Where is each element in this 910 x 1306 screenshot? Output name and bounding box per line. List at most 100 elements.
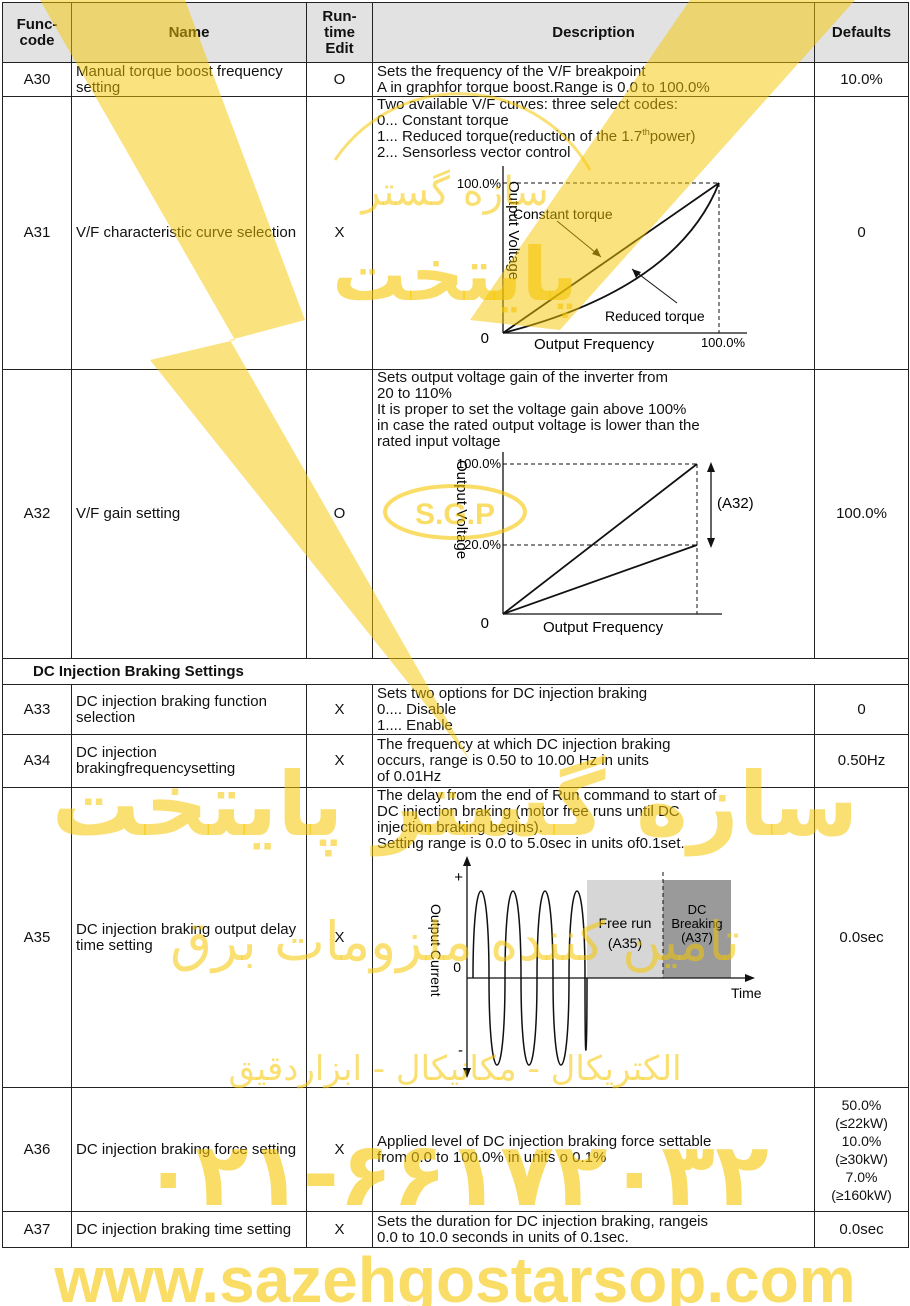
- dc-braking-chart: + - 0 Output Current Time Free run (A35)…: [428, 856, 762, 1078]
- desc-line: 1.... Enable: [377, 716, 453, 734]
- desc-line: Sets the duration for DC injection braki…: [377, 1212, 709, 1230]
- row-code: A34: [2, 734, 72, 788]
- section-row: DC Injection Braking Settings: [2, 658, 909, 685]
- desc-line: occurs, range is 0.50 to 10.00 Hz in uni…: [377, 752, 649, 769]
- default-line: 7.0%: [845, 1168, 878, 1185]
- default-line: (≥30kW): [835, 1150, 888, 1167]
- vf-gain-chart: (A32) 100.0% 20.0% 0 Output Frequency Ou…: [453, 452, 754, 636]
- header-defaults: Defaults: [814, 2, 909, 63]
- row-edit: X: [306, 1211, 373, 1248]
- row-description: Sets two options for DC injection brakin…: [372, 684, 815, 735]
- desc-text: power): [649, 128, 696, 145]
- row-code: A31: [2, 96, 72, 370]
- row-default: 0.50Hz: [814, 734, 909, 788]
- row-name: DC injection braking output delay time s…: [71, 787, 307, 1088]
- row-name: DC injection brakingfrequencysetting: [71, 734, 307, 788]
- dc-braking-code: (A37): [681, 930, 713, 945]
- row-code: A37: [2, 1211, 72, 1248]
- desc-text: 1... Reduced torque(reduction of the 1.7: [377, 128, 643, 145]
- row-edit: X: [306, 684, 373, 735]
- free-run-code: (A35): [608, 935, 642, 951]
- row-code: A30: [2, 62, 72, 97]
- desc-line: 0.... Disable: [377, 700, 457, 718]
- watermark-text: www.sazehgostarsop.com: [53, 1244, 855, 1306]
- desc-line: Sets the frequency of the V/F breakpoint: [377, 62, 646, 80]
- origin-label: 0: [481, 615, 489, 632]
- row-default: 0: [814, 684, 909, 735]
- desc-line: 1... Reduced torque(reduction of the 1.7…: [377, 127, 810, 145]
- y-axis-label: Output Voltage: [453, 460, 470, 559]
- row-name: Manual torque boost frequency setting: [71, 62, 307, 97]
- desc-line: 20 to 110%: [377, 385, 452, 402]
- row-default: 0.0sec: [814, 1211, 909, 1248]
- superscript: th: [642, 127, 650, 137]
- row-edit: X: [306, 1087, 373, 1212]
- y-axis-label: Output Current: [428, 904, 444, 997]
- header-row: Func- code Name Run- time Edit Descripti…: [2, 2, 909, 63]
- origin-label: 0: [481, 330, 489, 347]
- desc-line: Two available V/F curves: three select c…: [377, 96, 678, 113]
- row-code: A35: [2, 787, 72, 1088]
- y-top-label: 100.0%: [457, 176, 502, 191]
- desc-line: in case the rated output voltage is lowe…: [377, 417, 700, 434]
- x-axis-label: Output Frequency: [543, 619, 664, 636]
- row-description: The frequency at which DC injection brak…: [372, 734, 815, 788]
- arrowhead: [592, 248, 601, 257]
- gain-max-line: [502, 463, 698, 615]
- gain-min-line: [502, 544, 698, 615]
- x-axis-label: Time: [731, 985, 762, 1001]
- plus-label: +: [454, 869, 463, 886]
- constant-torque-label: Constant torque: [513, 206, 613, 222]
- default-line: 10.0%: [841, 1132, 882, 1149]
- arrowhead: [463, 856, 471, 866]
- desc-line: It is proper to set the voltage gain abo…: [377, 401, 687, 418]
- desc-line: injection braking begins).: [377, 819, 543, 836]
- arrowhead: [745, 974, 755, 982]
- row-description: Sets output voltage gain of the inverter…: [372, 369, 815, 659]
- desc-line: The delay from the end of Run command to…: [377, 787, 717, 804]
- row-description: Sets the duration for DC injection braki…: [372, 1211, 815, 1248]
- table-row: A35 DC injection braking output delay ti…: [2, 787, 909, 1088]
- row-default: 50.0% (≤22kW) 10.0% (≥30kW) 7.0% (≥160kW…: [814, 1087, 909, 1212]
- table-row: A34 DC injection brakingfrequencysetting…: [2, 734, 909, 788]
- row-name: DC injection braking time setting: [71, 1211, 307, 1248]
- desc-line: Applied level of DC injection braking fo…: [377, 1132, 712, 1150]
- header-code: Func- code: [2, 2, 72, 63]
- table-row: A31 V/F characteristic curve selection X…: [2, 96, 909, 370]
- y-axis-label: Output Voltage: [505, 181, 522, 280]
- row-name: DC injection braking function selection: [71, 684, 307, 735]
- table-row: A30 Manual torque boost frequency settin…: [2, 62, 909, 97]
- row-default: 0.0sec: [814, 787, 909, 1088]
- row-description: The delay from the end of Run command to…: [372, 787, 815, 1088]
- desc-line: Sets two options for DC injection brakin…: [377, 684, 648, 702]
- desc-line: 0... Constant torque: [377, 112, 509, 129]
- dc-braking-label: Breaking: [671, 916, 722, 931]
- desc-line: Setting range is 0.0 to 5.0sec in units …: [377, 835, 685, 852]
- row-description: Sets the frequency of the V/F breakpoint…: [372, 62, 815, 97]
- row-code: A32: [2, 369, 72, 659]
- free-run-label: Free run: [599, 915, 652, 931]
- desc-line: Sets output voltage gain of the inverter…: [377, 369, 668, 386]
- desc-line: of 0.01Hz: [377, 768, 442, 785]
- vf-curve-chart: 100.0% 0 100.0% Output Frequency Output …: [457, 166, 747, 353]
- row-name: V/F characteristic curve selection: [71, 96, 307, 370]
- header-description: Description: [372, 2, 815, 63]
- row-name: DC injection braking force setting: [71, 1087, 307, 1212]
- desc-line: 0.0 to 10.0 seconds in units of 0.1sec.: [377, 1228, 629, 1246]
- dc-braking-region: [663, 880, 731, 978]
- row-edit: O: [306, 62, 373, 97]
- row-edit: X: [306, 96, 373, 370]
- desc-line: from 0.0 to 100.0% in units o 0.1%: [377, 1148, 607, 1166]
- default-line: 50.0%: [841, 1096, 882, 1113]
- table-row: A37 DC injection braking time setting X …: [2, 1211, 909, 1248]
- y-low-label: 20.0%: [464, 537, 501, 552]
- arrowhead: [707, 462, 715, 472]
- row-edit: X: [306, 787, 373, 1088]
- origin-label: 0: [453, 959, 461, 975]
- row-default: 0: [814, 96, 909, 370]
- table-row: A33 DC injection braking function select…: [2, 684, 909, 735]
- row-description: Applied level of DC injection braking fo…: [372, 1087, 815, 1212]
- reduced-torque-label: Reduced torque: [605, 308, 705, 324]
- row-code: A33: [2, 684, 72, 735]
- desc-line: A in graphfor torque boost.Range is 0.0 …: [377, 78, 710, 96]
